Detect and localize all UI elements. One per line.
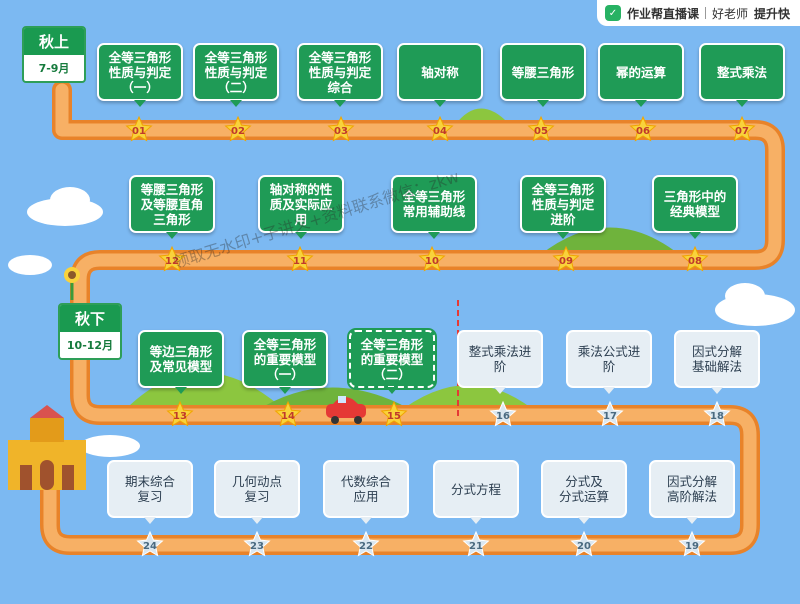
- lesson-number: 18: [710, 411, 724, 422]
- lesson-card-01[interactable]: 全等三角形 性质与判定 （一）: [97, 43, 183, 107]
- lesson-card-22[interactable]: 代数综合 应用: [323, 460, 409, 524]
- brand-slogan: 提升快: [753, 6, 790, 21]
- lesson-number: 04: [433, 126, 447, 137]
- lesson-number: 16: [496, 411, 510, 422]
- lesson-number: 15: [387, 411, 401, 422]
- lesson-star-icon: [426, 115, 454, 142]
- term-autumn-first: 秋上 7-9月: [22, 26, 86, 83]
- lesson-card-14[interactable]: 全等三角形 的重要模型 （一）: [242, 330, 328, 394]
- lesson-card-18[interactable]: 因式分解 基础解法: [674, 330, 760, 394]
- lesson-star-icon: [327, 115, 355, 142]
- lesson-number: 11: [293, 256, 307, 267]
- lesson-star-icon: [728, 115, 756, 142]
- lesson-card-23[interactable]: 几何动点 复习: [214, 460, 300, 524]
- lesson-star-icon: [703, 400, 731, 427]
- lesson-number: 10: [425, 256, 439, 267]
- term-title: 秋下: [60, 305, 120, 332]
- lesson-star-icon: [489, 400, 517, 427]
- lesson-card-02[interactable]: 全等三角形 性质与判定 （二）: [193, 43, 279, 107]
- lesson-star-icon: [125, 115, 153, 142]
- lesson-card-09[interactable]: 全等三角形 性质与判定 进阶: [520, 175, 606, 239]
- lesson-number: 12: [165, 256, 179, 267]
- car-icon: [326, 396, 366, 424]
- lesson-star-icon: [678, 530, 706, 557]
- lesson-number: 08: [688, 256, 702, 267]
- hill-decoration: [540, 227, 680, 255]
- lesson-card-07[interactable]: 整式乘法: [699, 43, 785, 107]
- lesson-star-icon: [681, 245, 709, 272]
- lesson-number: 17: [603, 411, 617, 422]
- lesson-card-12[interactable]: 等腰三角形 及等腰直角 三角形: [129, 175, 215, 239]
- lesson-card-16[interactable]: 整式乘法进 阶: [457, 330, 543, 394]
- sunflower-icon: [64, 267, 80, 300]
- lesson-star-icon: [274, 400, 302, 427]
- brand-name: 作业帮直播课: [626, 6, 699, 21]
- lesson-number: 14: [281, 411, 295, 422]
- lesson-star-icon: [552, 245, 580, 272]
- lesson-star-icon: [418, 245, 446, 272]
- lesson-number: 19: [685, 541, 699, 552]
- brand-separator: [704, 7, 706, 19]
- lesson-card-19[interactable]: 因式分解 高阶解法: [649, 460, 735, 524]
- term-months: 10-12月: [66, 339, 114, 352]
- term-title: 秋上: [24, 28, 84, 55]
- lesson-card-08[interactable]: 三角形中的 经典模型: [652, 175, 738, 239]
- lesson-number: 03: [334, 126, 348, 137]
- lesson-card-20[interactable]: 分式及 分式运算: [541, 460, 627, 524]
- lesson-card-17[interactable]: 乘法公式进 阶: [566, 330, 652, 394]
- lesson-number: 24: [143, 541, 157, 552]
- lesson-card-03[interactable]: 全等三角形 性质与判定 综合: [297, 43, 383, 107]
- cloud-decoration: [8, 187, 795, 457]
- lesson-card-24[interactable]: 期末综合 复习: [107, 460, 193, 524]
- lesson-card-06[interactable]: 幂的运算: [598, 43, 684, 107]
- lesson-star-icon: [136, 530, 164, 557]
- lesson-star-icon: [158, 245, 186, 272]
- lesson-number: 13: [173, 411, 187, 422]
- lesson-number: 22: [359, 541, 373, 552]
- lesson-card-11[interactable]: 轴对称的性 质及实际应 用: [258, 175, 344, 239]
- lesson-star-icon: [243, 530, 271, 557]
- lesson-number: 07: [735, 126, 749, 137]
- lesson-number: 23: [250, 541, 264, 552]
- lesson-number: 05: [534, 126, 548, 137]
- brand-logo: ✓ 作业帮直播课 好老师 提升快: [596, 0, 800, 26]
- lesson-number: 09: [559, 256, 573, 267]
- castle-decoration: [8, 405, 86, 490]
- lesson-star-icon: [462, 530, 490, 557]
- lesson-star-icon: [527, 115, 555, 142]
- lesson-card-15[interactable]: 全等三角形 的重要模型 （二）: [349, 330, 435, 394]
- lesson-number: 21: [469, 541, 483, 552]
- lesson-card-04[interactable]: 轴对称: [397, 43, 483, 107]
- road-surface: [43, 83, 782, 552]
- lesson-card-13[interactable]: 等边三角形 及常见模型: [138, 330, 224, 394]
- lesson-star-icon: [166, 400, 194, 427]
- lesson-number: 02: [231, 126, 245, 137]
- brand-teacher: 好老师: [711, 6, 748, 21]
- lesson-star-icon: [629, 115, 657, 142]
- lesson-star-icon: [286, 245, 314, 272]
- lesson-number: 01: [132, 126, 146, 137]
- lesson-star-icon: [596, 400, 624, 427]
- lesson-star-icon: [380, 400, 408, 427]
- lesson-star-icon: [352, 530, 380, 557]
- term-months: 7-9月: [38, 62, 70, 75]
- term-autumn-second: 秋下 10-12月: [58, 303, 122, 360]
- brand-logo-icon: ✓: [604, 5, 621, 21]
- lesson-star-icon: [224, 115, 252, 142]
- lesson-number: 06: [636, 126, 650, 137]
- lesson-card-21[interactable]: 分式方程: [433, 460, 519, 524]
- lesson-number: 20: [577, 541, 591, 552]
- lesson-star-icon: [570, 530, 598, 557]
- lesson-card-10[interactable]: 全等三角形 常用辅助线: [391, 175, 477, 239]
- lesson-card-05[interactable]: 等腰三角形: [500, 43, 586, 107]
